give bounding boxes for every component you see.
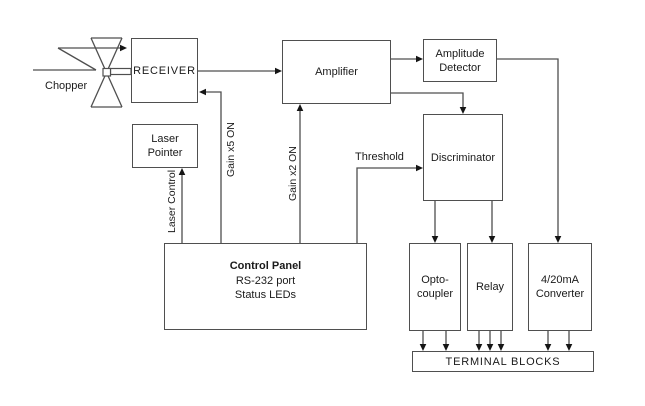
aperture-tube (109, 67, 132, 76)
receiver-block: RECEIVER (131, 38, 198, 103)
relay-label: Relay (475, 281, 505, 293)
wire-discriminator-to-opto-coupler (431, 201, 439, 243)
terminal-blocks-block: TERMINAL BLOCKS (412, 351, 594, 372)
converter-label-line2: Converter (535, 288, 585, 300)
wire-discriminator-to-relay (488, 201, 496, 243)
converter-block: 4/20mA Converter (528, 243, 592, 331)
wire-amplifier-to-amplitude-detector (391, 55, 423, 63)
chopper-symbol-icon (90, 37, 123, 108)
laser-pointer-block: Laser Pointer (132, 124, 198, 168)
wire-amplitude-detector-to-converter (497, 58, 562, 243)
beam-arrowhead-icon (120, 44, 127, 52)
gain-x2-label: Gain x2 ON (287, 146, 299, 201)
gain-x5-label: Gain x5 ON (225, 122, 237, 177)
aperture-window (102, 67, 112, 77)
control-panel-status-leds-label: Status LEDs (234, 289, 297, 301)
opto-coupler-label-line2: coupler (416, 288, 454, 300)
amplitude-detector-label-line2: Detector (439, 61, 481, 74)
amplifier-block: Amplifier (282, 40, 391, 104)
amplifier-label: Amplifier (315, 66, 358, 78)
wires-opto-coupler-to-terminal-blocks (419, 331, 450, 351)
chopper-label: Chopper (45, 80, 88, 92)
amplitude-detector-block: Amplitude Detector (423, 39, 497, 82)
wire-amplifier-to-discriminator (391, 92, 467, 114)
control-panel-rs232-label: RS-232 port (235, 274, 296, 287)
relay-block: Relay (467, 243, 513, 331)
wire-receiver-to-amplifier (198, 67, 282, 75)
laser-pointer-label-line2: Pointer (147, 147, 183, 159)
receiver-label: RECEIVER (133, 64, 196, 77)
discriminator-label: Discriminator (430, 151, 496, 164)
control-panel-block: Control Panel RS-232 port Status LEDs (164, 243, 367, 330)
wire-threshold-to-discriminator (356, 164, 423, 243)
wire-laser-control-to-laser-pointer (178, 168, 186, 243)
threshold-label: Threshold (355, 151, 404, 163)
terminal-blocks-label: TERMINAL BLOCKS (445, 355, 561, 368)
opto-coupler-label-line1: Opto- (421, 274, 449, 286)
light-beam-lines (33, 44, 127, 71)
amplitude-detector-label-line1: Amplitude (435, 47, 485, 60)
wires-converter-to-terminal-blocks (544, 331, 573, 351)
control-panel-title: Control Panel (229, 260, 302, 272)
wire-gain-x5-to-receiver (199, 88, 222, 243)
laser-pointer-label-line1: Laser (151, 133, 179, 145)
converter-label-line1: 4/20mA (541, 274, 579, 286)
wires-relay-to-terminal-blocks (475, 331, 505, 351)
discriminator-block: Discriminator (423, 114, 503, 201)
opto-coupler-block: Opto- coupler (409, 243, 461, 331)
laser-control-label: Laser Control (166, 169, 178, 233)
